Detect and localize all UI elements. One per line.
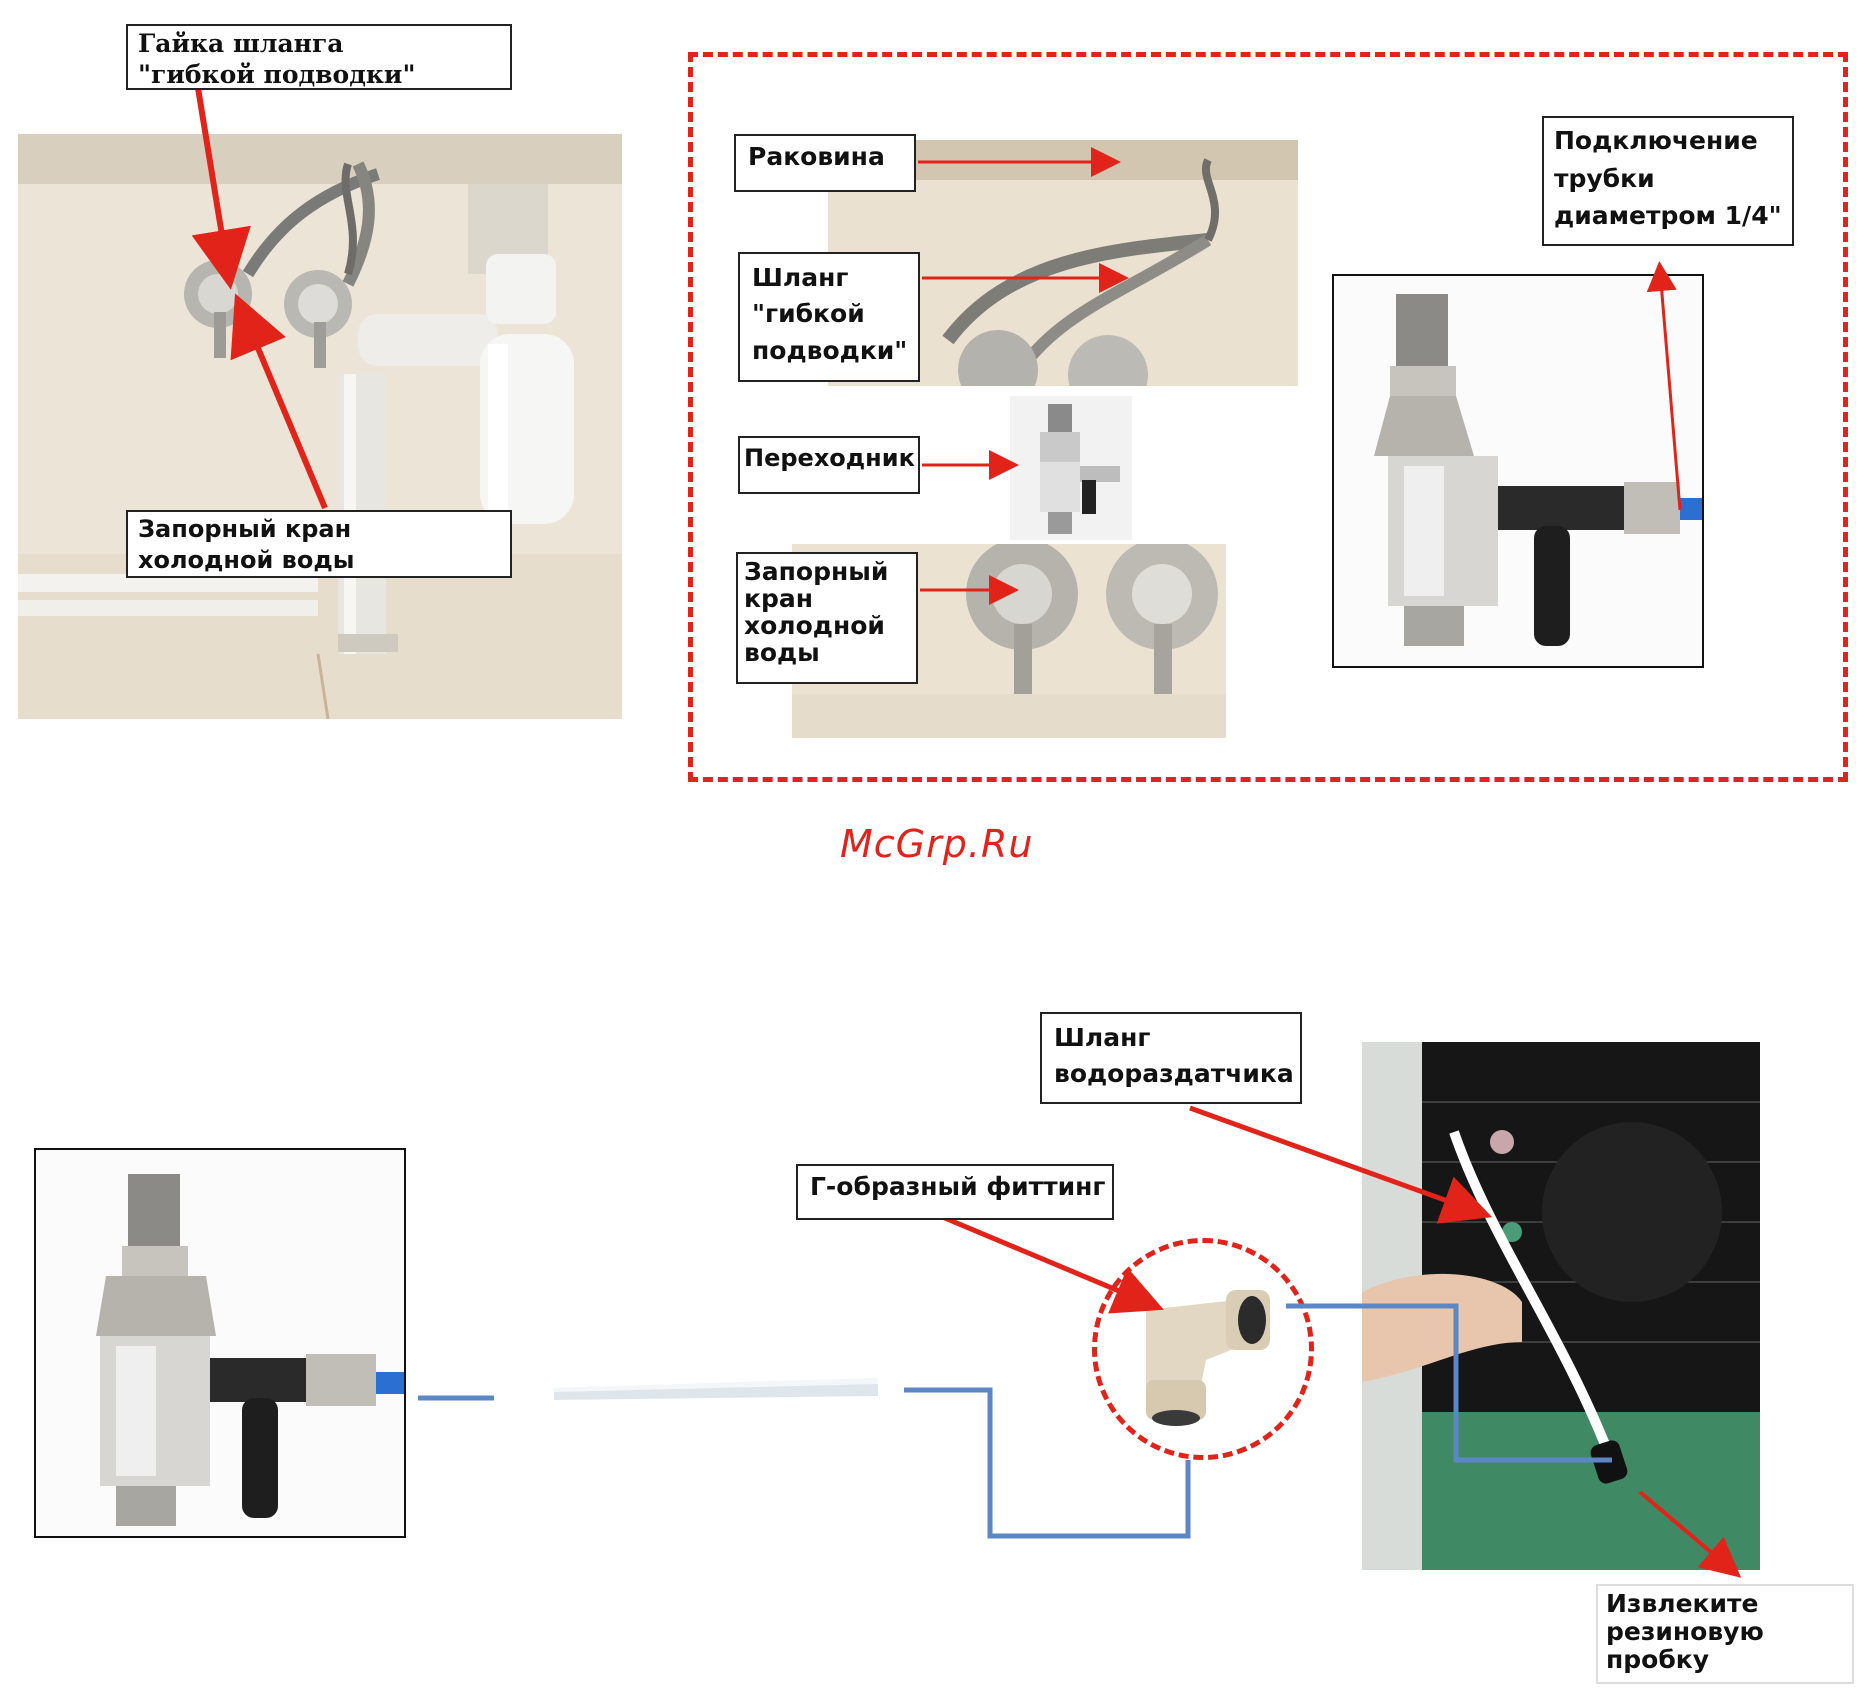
tube-line-middle [904, 1390, 1188, 1536]
dispenser-hose-line-1: Шланг [1054, 1020, 1288, 1056]
fitting-label: Г-образный фиттинг [796, 1164, 1114, 1220]
dispenser-hose-arrow [1190, 1108, 1478, 1212]
plug-label-line-2: резиновую [1606, 1618, 1844, 1646]
plug-label-line-3: пробку [1606, 1646, 1844, 1674]
fitting-label-text: Г-образный фиттинг [810, 1172, 1100, 1203]
dispenser-hose-line-2: водораздатчика [1054, 1056, 1288, 1092]
dispenser-hose-label: Шланг водораздатчика [1040, 1012, 1302, 1104]
plug-arrow [1640, 1492, 1732, 1570]
plug-label-line-1: Извлеките [1606, 1590, 1844, 1618]
tube-line-right [1286, 1306, 1612, 1460]
fitting-arrow [940, 1216, 1150, 1304]
plug-label: Извлеките резиновую пробку [1596, 1584, 1854, 1684]
